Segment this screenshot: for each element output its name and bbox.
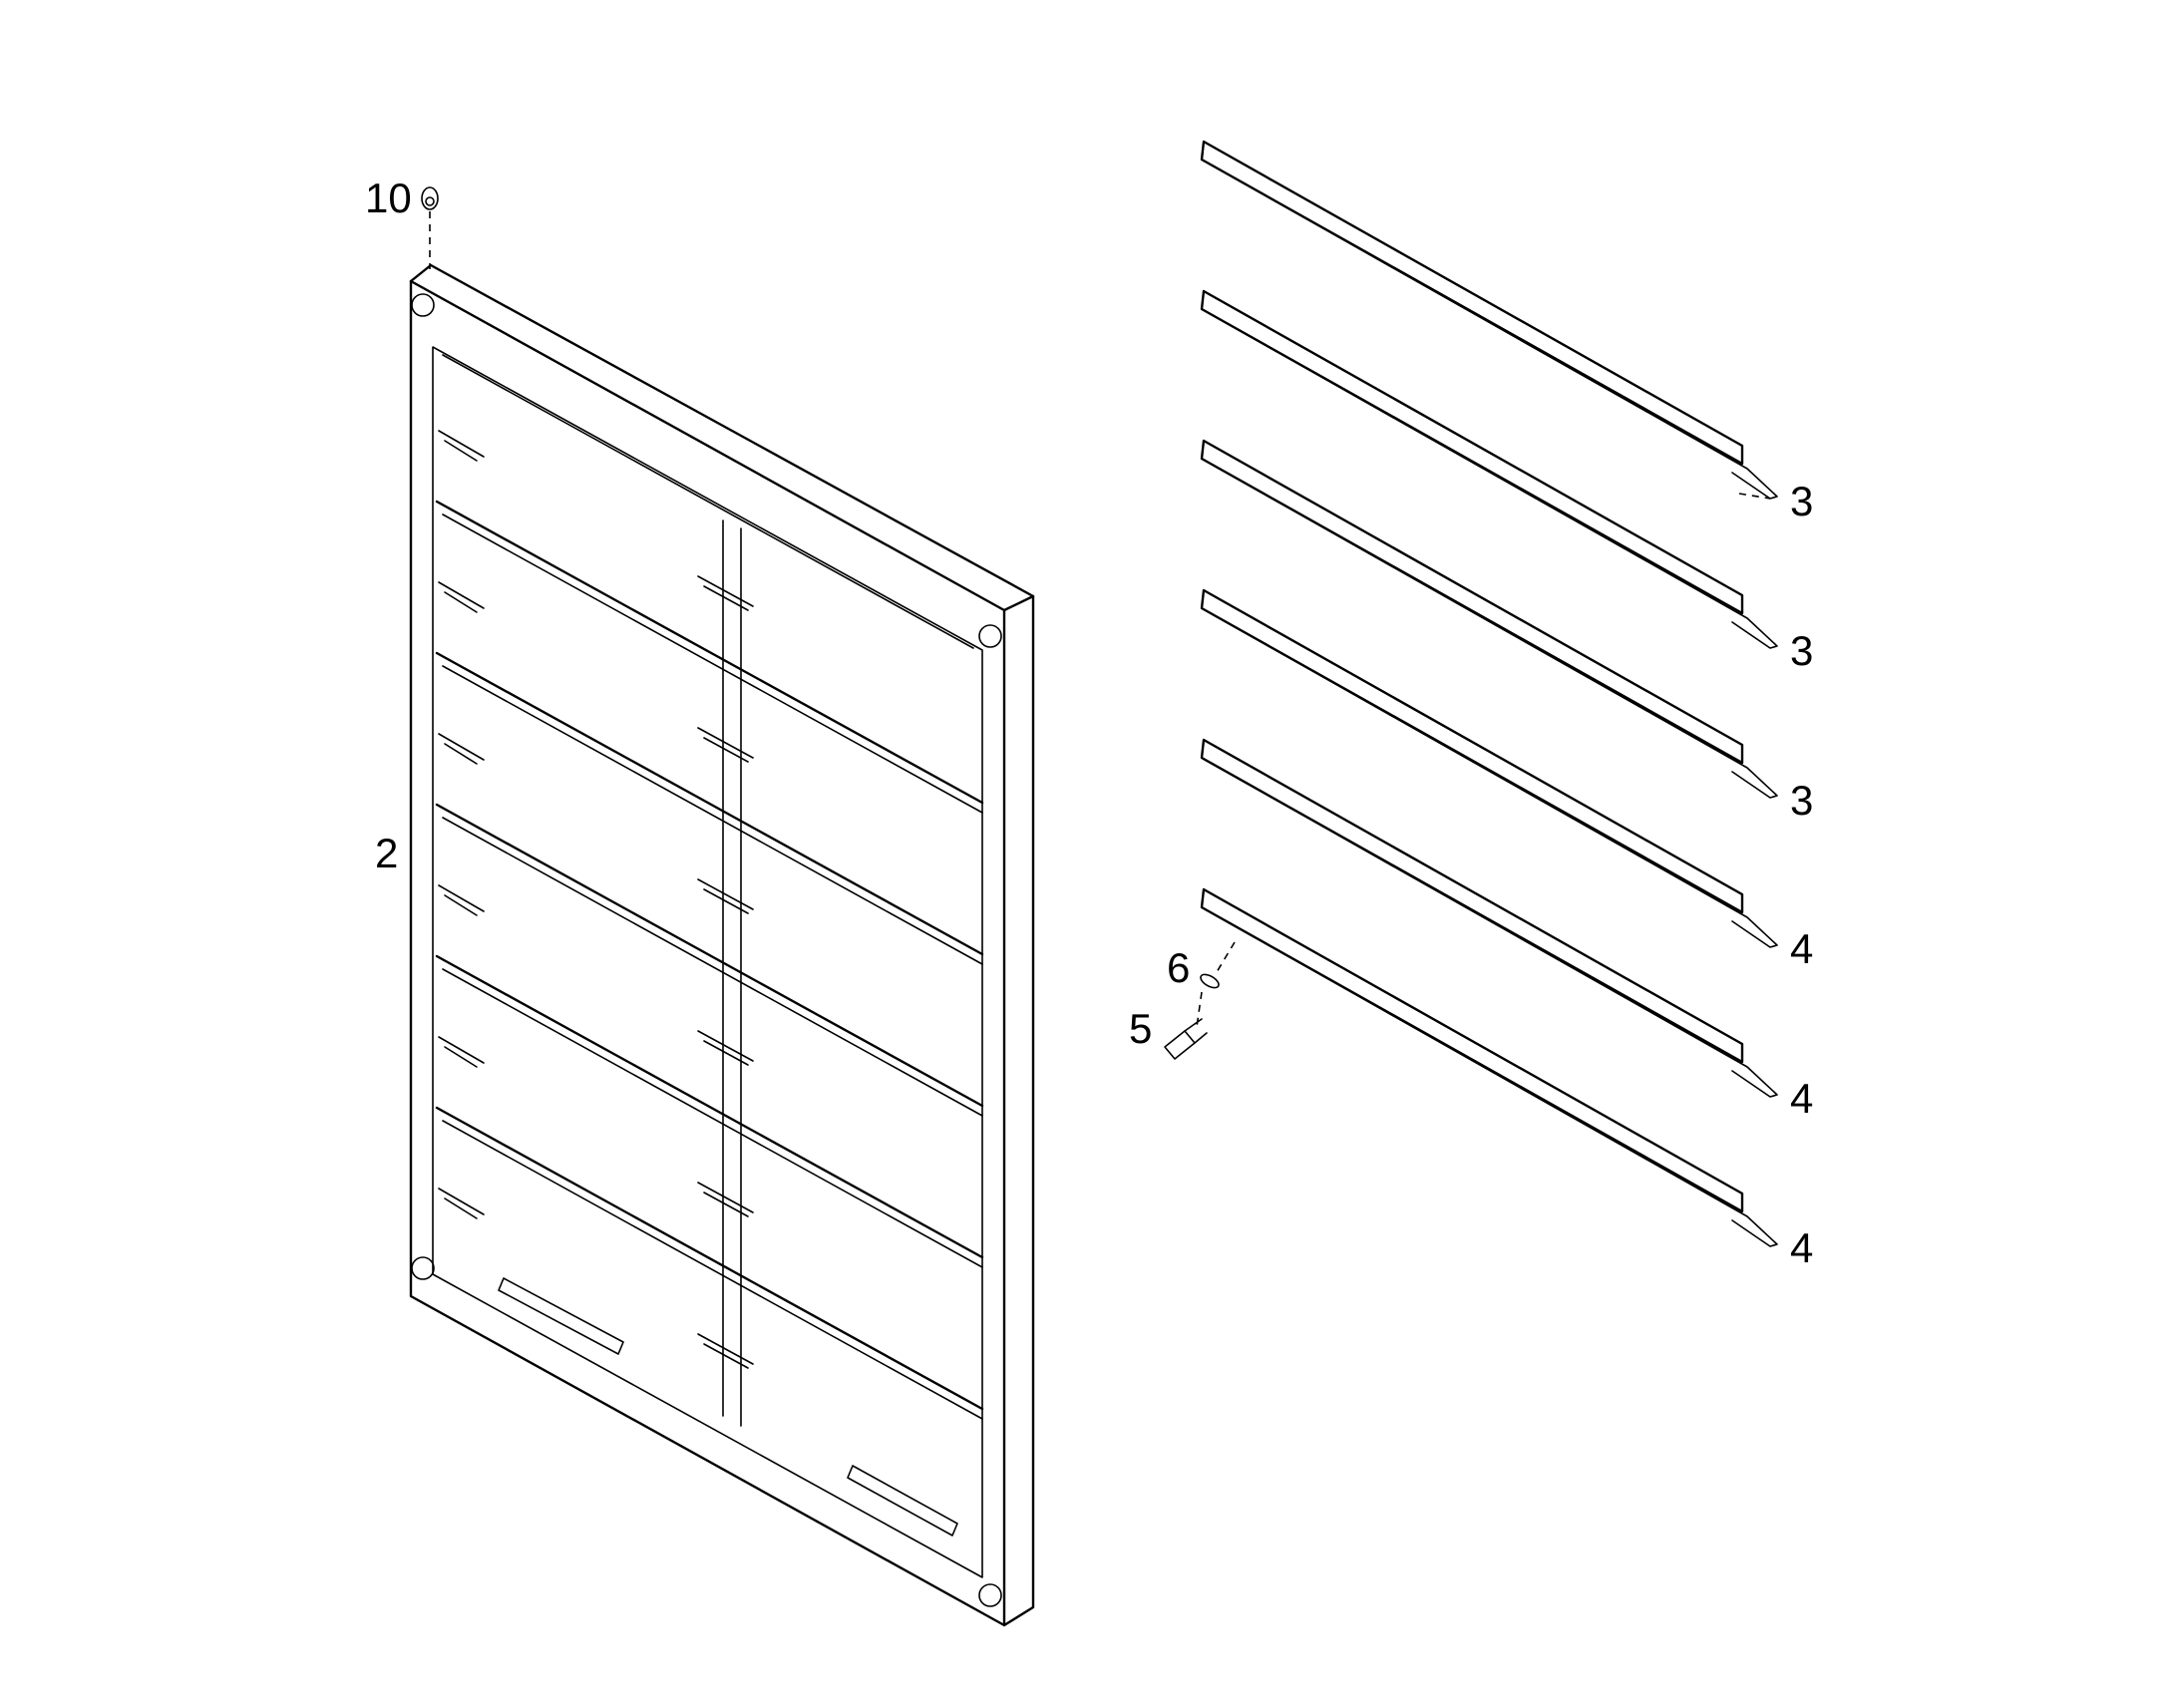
hole-icon — [411, 1256, 435, 1280]
callout-blade: 4 — [1790, 1075, 1813, 1122]
blade — [1200, 289, 1778, 649]
blade — [1200, 588, 1778, 948]
blade — [1200, 738, 1778, 1098]
leader-line — [1196, 941, 1236, 1028]
hole-icon — [978, 624, 1002, 648]
blade — [1200, 887, 1778, 1247]
washer-icon — [1200, 973, 1220, 989]
callout-frame: 2 — [375, 830, 398, 876]
callout-blade: 3 — [1790, 777, 1813, 824]
nut-icon — [421, 186, 439, 210]
callout-blade: 3 — [1790, 627, 1813, 674]
callout-washer: 6 — [1167, 944, 1190, 991]
blade — [1200, 439, 1778, 799]
callout-blade: 4 — [1790, 1224, 1813, 1271]
callout-blade: 4 — [1790, 925, 1813, 972]
hole-icon — [978, 1583, 1002, 1607]
callout-nut: 10 — [365, 174, 412, 221]
callout-blade: 3 — [1790, 478, 1813, 524]
blade — [1200, 140, 1778, 500]
bolt-icon — [1164, 1018, 1208, 1060]
leader-line — [1738, 493, 1771, 500]
callout-bolt: 5 — [1129, 1005, 1152, 1052]
hole-icon — [411, 293, 435, 317]
louver-frame — [409, 263, 1035, 1627]
